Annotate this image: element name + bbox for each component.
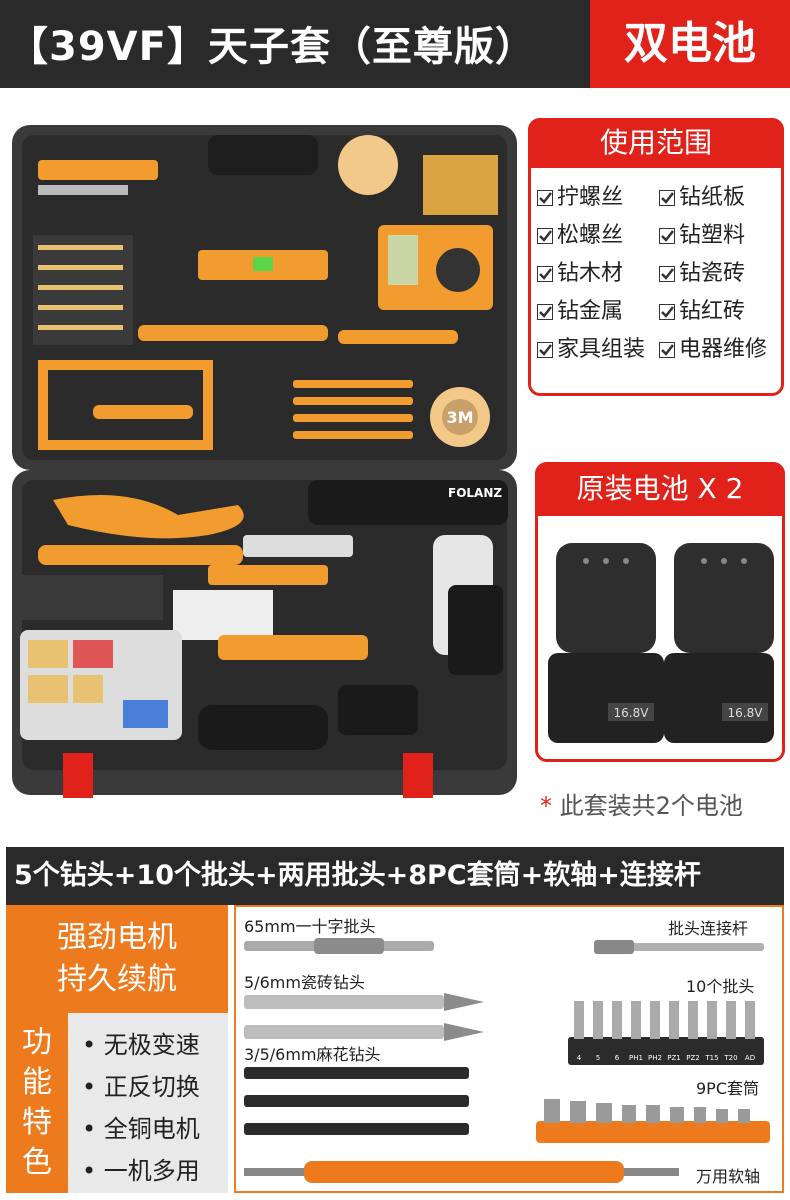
accessories-panel: 65mm一十字批头 5/6mm瓷砖钻头 3/5/6mm麻花钻头 万用软轴 批头连…	[234, 905, 784, 1193]
bit-set-icon: 4 5 6 PH1 PH2 PZ1 PZ2 T15 T20 AD	[568, 1001, 764, 1065]
tape-label: 3M	[446, 408, 473, 427]
tile-drill-bit-icon	[244, 993, 484, 1041]
check-icon	[537, 228, 553, 244]
scope-item: 钻红砖	[659, 293, 745, 325]
feature-side-label: 功 能 特 色	[6, 1013, 68, 1193]
check-icon	[659, 190, 675, 206]
check-icon	[659, 228, 675, 244]
scope-item: 钻纸板	[659, 179, 745, 211]
scope-item: 电器维修	[659, 331, 767, 363]
bits10-label: 10个批头	[686, 977, 755, 996]
twist-bit-label: 3/5/6mm麻花钻头	[244, 1045, 381, 1064]
usage-scope-title: 使用范围	[528, 118, 784, 168]
flex-shaft-label: 万用软轴	[696, 1167, 761, 1186]
feature-item: • 一机多用	[82, 1157, 200, 1185]
side-char: 功	[22, 1025, 52, 1060]
battery-note: * 此套装共2个电池	[540, 786, 743, 821]
svg-text:PH1: PH1	[629, 1054, 643, 1062]
scope-item: 钻塑料	[659, 217, 745, 249]
header-bar: 【39VF】天子套（至尊版） 双电池	[0, 0, 790, 88]
scope-item: 钻金属	[537, 293, 623, 325]
svg-text:PZ1: PZ1	[667, 1054, 680, 1062]
battery-title: 原装电池 X 2	[535, 462, 785, 516]
svg-text:T15: T15	[704, 1054, 718, 1062]
socket-label: 9PC套筒	[696, 1079, 760, 1098]
socket-set-icon	[536, 1099, 770, 1143]
scope-item: 松螺丝	[537, 217, 623, 249]
feature-list: • 无极变速 • 正反切换 • 全铜电机 • 一机多用	[68, 1013, 228, 1193]
tile-bit-label: 5/6mm瓷砖钻头	[244, 973, 365, 992]
battery-icon: 16.8V 16.8V	[548, 543, 774, 743]
flex-shaft-icon	[244, 1161, 679, 1183]
svg-text:5: 5	[596, 1054, 600, 1062]
check-icon	[659, 342, 675, 358]
connector-rod-icon	[594, 940, 764, 954]
check-icon	[537, 266, 553, 282]
battery-panel: 原装电池 X 2 16.8V 16.8V	[535, 462, 785, 762]
double-battery-badge: 双电池	[590, 0, 790, 88]
accessories-title: 5个钻头+10个批头+两用批头+8PC套筒+软轴+连接杆	[6, 847, 784, 905]
side-char: 色	[22, 1145, 52, 1180]
drill-brand: FOLANZ	[448, 486, 502, 500]
check-icon	[537, 304, 553, 320]
screwdriver-bit-icon	[244, 938, 434, 954]
side-char: 能	[22, 1065, 52, 1100]
svg-text:PH2: PH2	[648, 1054, 662, 1062]
svg-text:4: 4	[577, 1054, 582, 1062]
battery-voltage-label: 16.8V	[614, 706, 650, 720]
feature-headline-line2: 持久续航	[57, 962, 177, 997]
check-icon	[659, 304, 675, 320]
check-icon	[659, 266, 675, 282]
feature-item: • 全铜电机	[82, 1115, 200, 1143]
tool-case-image: 3M FOLANZ	[12, 125, 517, 798]
feature-headline-line1: 强劲电机	[57, 920, 177, 955]
note-text: 此套装共2个电池	[559, 792, 743, 820]
feature-item: • 正反切换	[82, 1073, 200, 1101]
scope-item: 家具组装	[537, 331, 645, 363]
check-icon	[537, 342, 553, 358]
feature-headline: 强劲电机 持久续航	[6, 905, 228, 1013]
feature-item: • 无极变速	[82, 1031, 200, 1059]
scope-item: 钻瓷砖	[659, 255, 745, 287]
check-icon	[537, 190, 553, 206]
usage-scope-panel: 使用范围 拧螺丝 钻纸板 松螺丝 钻塑料 钻木材 钻瓷砖 钻金属 钻红砖 家具组…	[528, 118, 784, 396]
svg-text:AD: AD	[745, 1054, 755, 1062]
scope-item: 钻木材	[537, 255, 623, 287]
note-star: *	[540, 792, 552, 820]
bit65-label: 65mm一十字批头	[244, 917, 376, 936]
battery-voltage-label: 16.8V	[728, 706, 764, 720]
twist-drill-bit-icon	[244, 1067, 469, 1135]
side-char: 特	[22, 1105, 52, 1140]
svg-text:6: 6	[615, 1054, 620, 1062]
product-title: 【39VF】天子套（至尊版）	[8, 24, 536, 70]
connector-label: 批头连接杆	[668, 919, 749, 938]
scope-item: 拧螺丝	[537, 179, 623, 211]
svg-text:PZ2: PZ2	[686, 1054, 699, 1062]
svg-text:T20: T20	[723, 1054, 737, 1062]
